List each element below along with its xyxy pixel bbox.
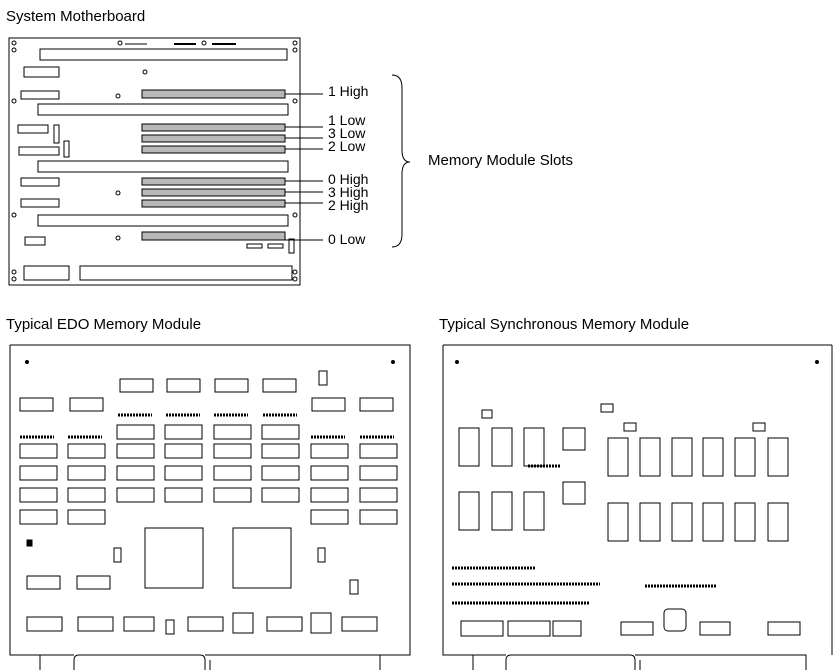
motherboard-title: System Motherboard xyxy=(6,8,146,25)
slot-0-high xyxy=(141,177,286,186)
memory-slots-group-label: Memory Module Slots xyxy=(428,152,574,169)
slot-label-1-high: 1 High xyxy=(328,83,369,99)
motherboard-outline xyxy=(8,37,301,286)
slot-1-low xyxy=(141,123,286,132)
motherboard-connectors xyxy=(17,48,295,281)
slot-label-3-low: 3 Low xyxy=(328,125,366,141)
edo-module xyxy=(9,344,411,670)
slot-1-high xyxy=(141,89,286,99)
slot-label-2-high: 2 High xyxy=(328,197,369,213)
slot-3-low xyxy=(141,134,286,143)
slot-label-0-high: 0 High xyxy=(328,171,369,187)
slot-label-0-low: 0 Low xyxy=(328,231,366,247)
memory-slots xyxy=(141,89,286,241)
slot-2-high xyxy=(141,199,286,208)
sync-module xyxy=(442,344,833,670)
edo-module-title: Typical EDO Memory Module xyxy=(6,316,202,333)
slot-label-1-low: 1 Low xyxy=(328,112,366,128)
slots-brace xyxy=(391,74,411,248)
sync-module-title: Typical Synchronous Memory Module xyxy=(439,316,690,333)
slot-3-high xyxy=(141,188,286,197)
slot-label-2-low: 2 Low xyxy=(328,138,366,154)
slot-0-low xyxy=(141,231,286,241)
slot-leader-lines xyxy=(285,93,323,241)
slot-2-low xyxy=(141,145,286,154)
slot-label-3-high: 3 High xyxy=(328,184,369,200)
